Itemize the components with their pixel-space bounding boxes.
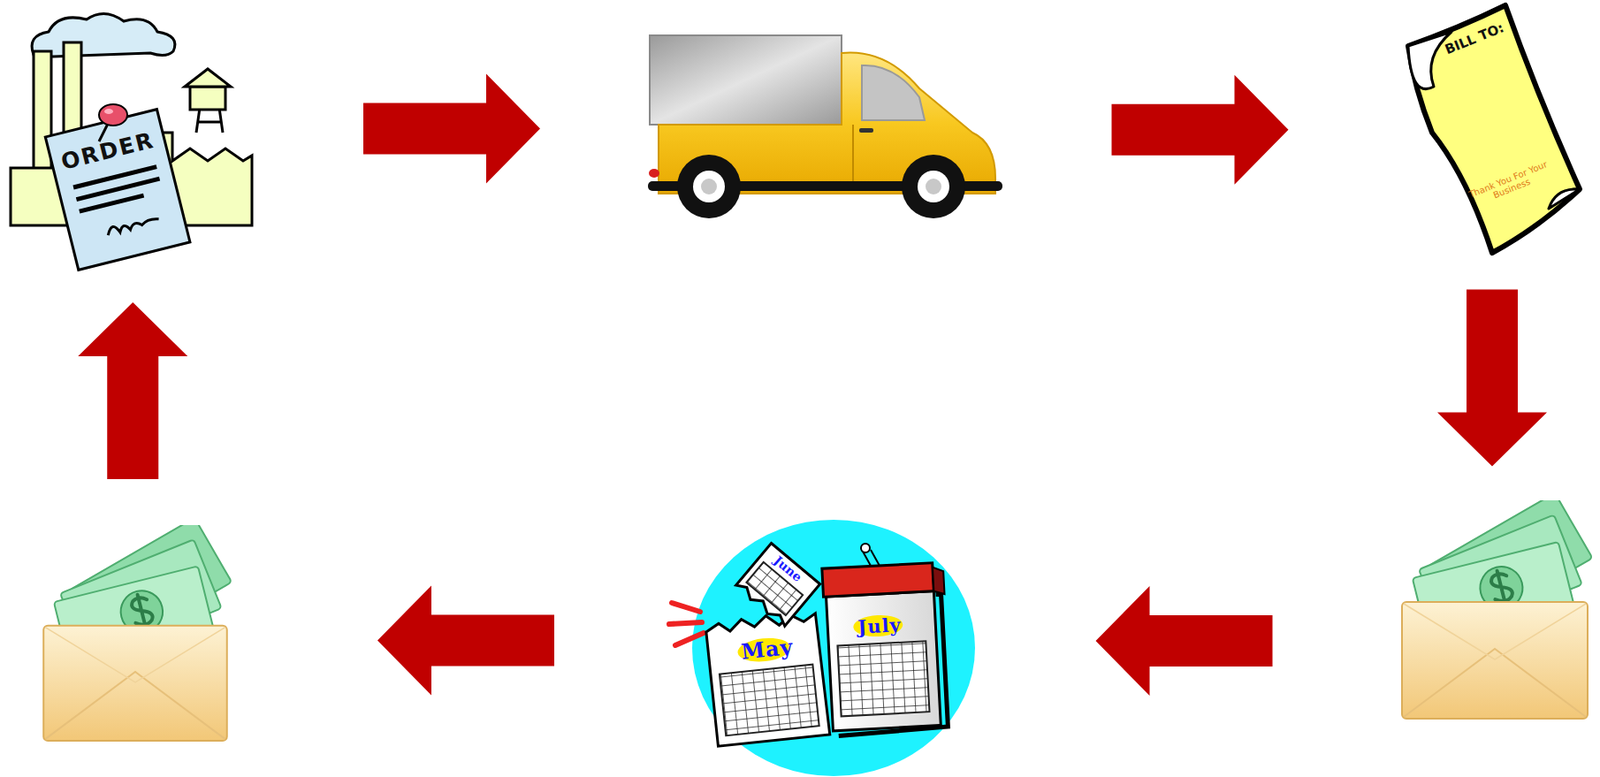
truck-illustration-part xyxy=(677,154,741,219)
calendar-illustration-part xyxy=(734,543,820,628)
calendar-illustration-part xyxy=(705,610,831,747)
factory-illustration-part xyxy=(184,68,231,87)
factory-illustration-part xyxy=(104,108,114,115)
bill-illustration-part xyxy=(1548,189,1580,209)
truck-illustration-part xyxy=(917,170,950,203)
truck-illustration xyxy=(647,35,1003,219)
truck-illustration-part xyxy=(700,178,717,195)
factory-illustration-part xyxy=(99,104,128,126)
bill-illustration-part xyxy=(1408,5,1580,253)
calendar-illustration-part xyxy=(692,519,976,777)
factory-illustration-part xyxy=(45,109,191,271)
calendar-illustration-part xyxy=(822,563,935,597)
money-envelope-illustration-part xyxy=(43,518,232,741)
calendar-illustration-part xyxy=(932,566,945,595)
factory-illustration-part xyxy=(31,13,176,57)
factory-illustration-part xyxy=(106,215,160,236)
thank-you-note: Thank You For Your Business xyxy=(1465,158,1555,210)
factory-order-node: ORDER xyxy=(5,0,256,257)
bill-heading: BILL TO: xyxy=(1442,20,1506,58)
payment-envelope-node xyxy=(1393,500,1597,777)
month-label: May xyxy=(739,635,794,664)
factory-illustration xyxy=(10,13,252,270)
flow-arrow xyxy=(77,302,188,480)
money-envelope-illustration xyxy=(43,518,232,741)
truck-illustration-part xyxy=(693,170,725,203)
truck-illustration-part xyxy=(901,154,966,219)
calendar-illustration-part xyxy=(719,664,820,737)
factory-illustration-part xyxy=(73,167,163,213)
order-label: ORDER xyxy=(58,128,157,176)
factory-illustration-part xyxy=(45,109,191,271)
calendar-illustration-part xyxy=(826,591,942,732)
truck-illustration-part xyxy=(859,128,874,133)
delivery-truck-node xyxy=(647,35,1003,223)
bill-illustration-part xyxy=(1408,31,1452,90)
bill-illustration xyxy=(1408,5,1580,253)
calendar-illustration xyxy=(669,519,976,777)
month-label: June xyxy=(770,554,804,586)
calendar-illustration-part xyxy=(734,543,820,628)
invoice-node: BILL TO: Thank You For Your Business xyxy=(1397,5,1582,256)
calendar-illustration-part xyxy=(831,594,949,736)
payment-envelope-node xyxy=(30,525,240,757)
flow-arrow xyxy=(377,586,555,696)
calendar-illustration-part xyxy=(860,543,870,553)
flow-arrow xyxy=(1437,289,1547,467)
money-envelope-illustration-part xyxy=(1401,493,1593,719)
calendar-illustration-part xyxy=(705,610,831,747)
factory-illustration-part xyxy=(190,86,226,110)
truck-illustration-part xyxy=(925,178,942,195)
truck-illustration-part xyxy=(649,35,842,125)
factory-illustration-part xyxy=(33,51,52,184)
calendar-illustration-part xyxy=(822,562,953,737)
flow-arrow xyxy=(363,74,541,184)
calendar-node: JuneMay July xyxy=(692,520,976,760)
truck-illustration-part xyxy=(648,168,660,178)
truck-illustration-part xyxy=(852,124,854,188)
factory-illustration-part xyxy=(196,107,223,133)
calendar-illustration-part xyxy=(837,640,930,717)
flow-arrow xyxy=(1112,75,1289,185)
truck-illustration-part xyxy=(861,65,925,121)
money-envelope-illustration xyxy=(1401,493,1593,719)
calendar-illustration-part xyxy=(853,614,904,639)
flow-arrow xyxy=(1096,586,1273,696)
month-label: July xyxy=(857,614,903,638)
calendar-illustration-part xyxy=(669,602,704,646)
